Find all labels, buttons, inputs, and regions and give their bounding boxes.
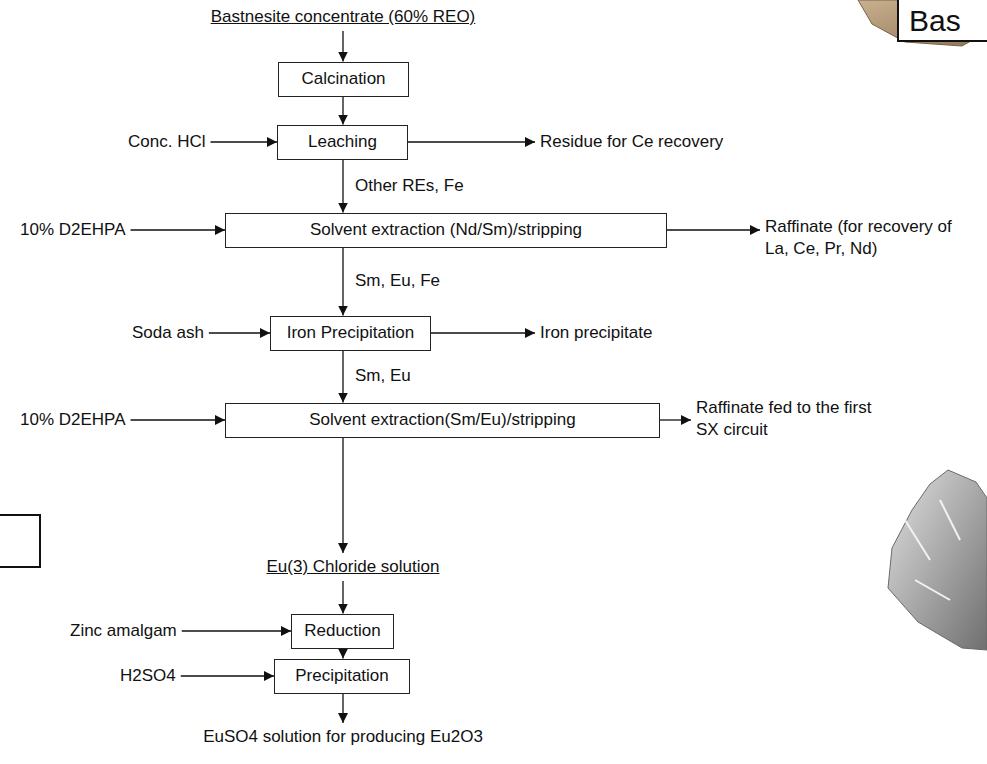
process-box: Calcination [278,62,409,97]
reagent-input: Soda ash [128,320,208,346]
flow-arrow [342,351,343,403]
node-text: Reduction [304,620,381,642]
node-text: Iron precipitate [540,323,652,342]
node-text: Residue for Ce recovery [540,132,723,151]
flow-arrow [181,675,274,676]
flow-arrow [342,31,343,61]
node-text: 10% D2EHPA [20,220,126,239]
flow-arrow [342,160,343,213]
flow-arrow [342,248,343,316]
metal-highlight [905,500,960,600]
node-text: Solvent extraction (Nd/Sm)/stripping [310,219,582,241]
process-box: Solvent extraction (Nd/Sm)/stripping [225,213,667,248]
node-text: Leaching [308,131,377,153]
flow-arrow [342,649,343,659]
node-text: Bas [909,4,961,37]
node-text: Soda ash [132,323,204,342]
cropped-frame [0,515,40,567]
process-box: Solvent extraction(Sm/Eu)/stripping [225,403,660,438]
flow-arrow [660,419,691,420]
stream-label: Sm, Eu [352,366,414,386]
node-text: Zinc amalgam [70,621,177,640]
flow-arrow [209,332,270,333]
reagent-input: Conc. HCl [124,129,209,155]
node-text: Raffinate fed to the first SX circuit [696,397,874,441]
process-box: Precipitation [274,659,410,694]
flow-arrow [342,438,343,553]
node-text: H2SO4 [120,666,176,685]
flow-arrow [210,141,277,142]
feed-material: Bastnesite concentrate (60% REO) [207,4,480,30]
output-stream: Residue for Ce recovery [536,129,727,155]
intermediate-product: Eu(3) Chloride solution [263,554,444,580]
title-box: Bas [897,0,987,42]
final-product: EuSO4 solution for producing Eu2O3 [199,724,487,750]
node-text: Iron Precipitation [287,322,415,344]
node-text: Raffinate (for recovery of La, Ce, Pr, N… [765,216,979,260]
reagent-input: H2SO4 [116,663,180,689]
flow-arrow [342,97,343,125]
reagent-input: 10% D2EHPA [16,217,130,243]
flow-arrow [131,419,225,420]
node-text: EuSO4 solution for producing Eu2O3 [203,727,483,746]
reagent-input: 10% D2EHPA [16,407,130,433]
node-text: Solvent extraction(Sm/Eu)/stripping [309,409,575,431]
output-stream: Iron precipitate [536,320,656,346]
flow-arrow [342,694,343,723]
stream-label: Other REs, Fe [352,176,467,196]
flow-arrow [342,581,343,613]
output-stream: Raffinate (for recovery of La, Ce, Pr, N… [761,214,983,262]
flow-arrow [131,229,225,230]
stream-label: Sm, Eu, Fe [352,271,443,291]
flow-arrow [182,630,291,631]
node-text: Conc. HCl [128,132,205,151]
node-text: Eu(3) Chloride solution [267,557,440,576]
process-box: Leaching [277,125,408,160]
europium-metal [888,470,987,650]
flow-arrow [667,229,760,230]
reagent-input: Zinc amalgam [66,618,181,644]
process-box: Iron Precipitation [270,316,431,351]
flow-arrow [431,332,535,333]
node-text: 10% D2EHPA [20,410,126,429]
process-box: Reduction [291,614,394,649]
node-text: Bastnesite concentrate (60% REO) [211,7,476,26]
flow-arrow [408,141,535,142]
output-stream: Raffinate fed to the first SX circuit [692,395,878,443]
node-text: Precipitation [295,665,389,687]
node-text: Calcination [301,68,385,90]
